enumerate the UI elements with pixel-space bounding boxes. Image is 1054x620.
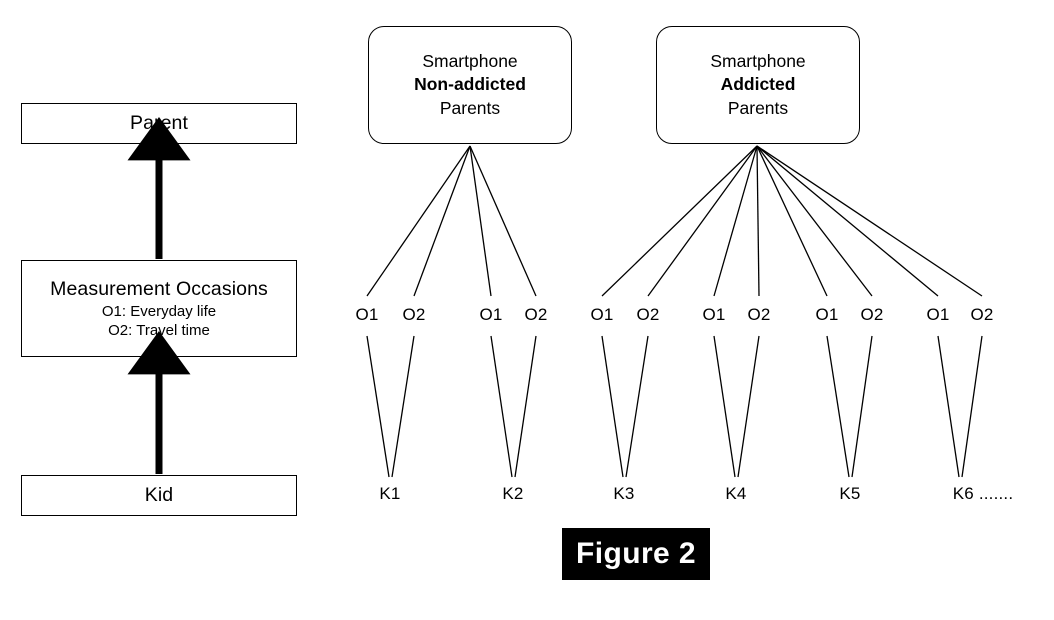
fan-lines-non-addicted: [366, 145, 537, 297]
group-box-non-addicted-line-1: Smartphone: [422, 51, 518, 72]
occasion-label-k4-o1: O1: [702, 305, 726, 324]
v-lines-kid-k6: [937, 335, 983, 478]
occasion-label-k4-o2: O2: [747, 305, 771, 324]
v-lines-kid-k5: [826, 335, 873, 478]
group-box-addicted-line-2: Addicted: [720, 74, 796, 95]
occasion-label-k1-o1: O1: [355, 305, 379, 324]
level-box-measurement-occasions-title: Measurement Occasions: [50, 278, 268, 301]
level-box-kid: Kid: [21, 475, 297, 516]
kid-label-k3: K3: [613, 484, 635, 503]
occasion-label-k5-o1: O1: [815, 305, 839, 324]
kid-label-k6: K6 .......: [952, 484, 1014, 503]
kid-label-k1: K1: [379, 484, 401, 503]
occasion-label-k3-o1: O1: [590, 305, 614, 324]
group-box-non-addicted-line-3: Parents: [439, 97, 501, 118]
occasion-label-k6-o1: O1: [926, 305, 950, 324]
v-lines-kid-k4: [713, 335, 760, 478]
kid-label-k2: K2: [502, 484, 524, 503]
occasion-label-k2-o2: O2: [524, 305, 548, 324]
kid-label-k5: K5: [839, 484, 861, 503]
level-box-kid-title: Kid: [144, 484, 174, 507]
occasion-label-k1-o2: O2: [402, 305, 426, 324]
group-box-addicted-line-3: Parents: [727, 97, 789, 118]
occasion-label-k2-o1: O1: [479, 305, 503, 324]
occasion-label-k5-o2: O2: [860, 305, 884, 324]
kid-label-k4: K4: [725, 484, 747, 503]
figure-caption: Figure 2: [562, 528, 710, 580]
level-box-measurement-occasions: Measurement Occasions O1: Everyday life …: [21, 260, 297, 357]
v-lines-kid-k3: [601, 335, 649, 478]
group-box-non-addicted: Smartphone Non-addicted Parents: [368, 26, 572, 144]
group-box-addicted-line-1: Smartphone: [710, 51, 806, 72]
group-box-addicted: Smartphone Addicted Parents: [656, 26, 860, 144]
level-box-measurement-occasions-subline-1: O1: Everyday life: [101, 302, 217, 320]
fan-lines-addicted: [601, 145, 983, 297]
v-lines-kid-k1: [366, 335, 415, 478]
occasion-label-k6-o2: O2: [970, 305, 994, 324]
v-lines-kid-k2: [490, 335, 537, 478]
group-box-non-addicted-line-2: Non-addicted: [414, 74, 526, 95]
occasion-label-k3-o2: O2: [636, 305, 660, 324]
